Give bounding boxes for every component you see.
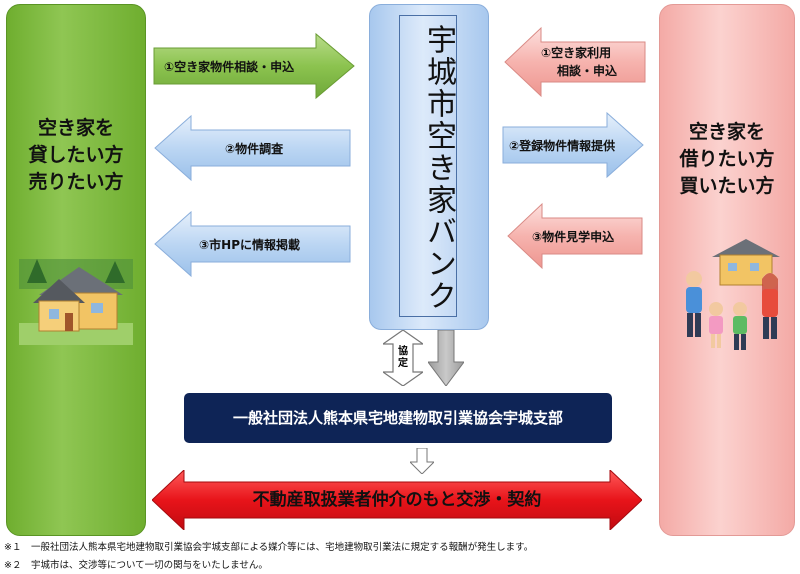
agreement-char2: 定 [398,358,408,369]
association-name: 一般社団法人熊本県宅地建物取引業協会宇城支部 [232,409,563,427]
down-arrow-to-association [427,329,465,390]
arrow-consult-apply-user: ①空き家利用 相談・申込 [504,26,646,98]
owner-title-line2: 貸したい方 [28,144,124,166]
agreement-label: 協 定 [397,346,409,370]
owner-title-line1: 空き家を [37,117,114,139]
negotiation-text: 不動産取扱業者仲介のもと交渉・契約 [252,490,542,510]
arrow1-right-label-line1: ①空き家利用 [541,46,612,60]
family-illustration [686,239,780,350]
owner-panel-title: 空き家を 貸したい方 売りたい方 [7,115,145,196]
akiya-bank-box: 宇城市空き家バンク [369,4,489,330]
down-arrow-to-negotiation [408,447,436,478]
arrow-listing-info: ②登録物件情報提供 [502,111,644,179]
owner-panel: 空き家を 貸したい方 売りたい方 [6,4,146,536]
akiya-bank-frame: 宇城市空き家バンク [399,15,457,317]
footnote-1: ※１ 一般社団法人熊本県宅地建物取引業協会宇城支部による媒介等には、宅地建物取引… [4,542,534,553]
arrow-consult-apply-owner: ①空き家物件相談・申込 [153,32,355,100]
association-box: 一般社団法人熊本県宅地建物取引業協会宇城支部 [184,393,612,443]
arrow2-right-label: ②登録物件情報提供 [509,139,616,153]
user-panel-title: 空き家を 借りたい方 買いたい方 [660,119,794,200]
arrow1-right-label-line2: 相談・申込 [557,64,618,78]
akiya-bank-title: 宇城市空き家バンク [421,24,456,312]
agreement-char1: 協 [398,346,408,357]
user-title-line1: 空き家を [688,121,765,143]
owner-title-line3: 売りたい方 [28,171,124,193]
footnote-2: ※２ 宇城市は、交渉等について一切の関与をいたしません。 [4,560,268,571]
house-illustration [19,259,133,345]
arrow-viewing-request: ③物件見学申込 [507,202,643,270]
negotiation-arrow: 不動産取扱業者仲介のもと交渉・契約 [152,470,642,530]
arrow3-left-label: ③市HPに情報掲載 [199,238,300,252]
agreement-arrow: 協 定 [381,329,425,390]
user-panel: 空き家を 借りたい方 買いたい方 [659,4,795,536]
arrow3-right-label: ③物件見学申込 [532,230,615,244]
user-title-line3: 買いたい方 [679,175,775,197]
user-title-line2: 借りたい方 [679,148,775,170]
arrow-website-posting: ③市HPに情報掲載 [154,210,351,278]
arrow-property-survey: ②物件調査 [154,114,351,182]
arrow1-left-label: ①空き家物件相談・申込 [164,60,295,74]
arrow2-left-label: ②物件調査 [225,142,284,156]
